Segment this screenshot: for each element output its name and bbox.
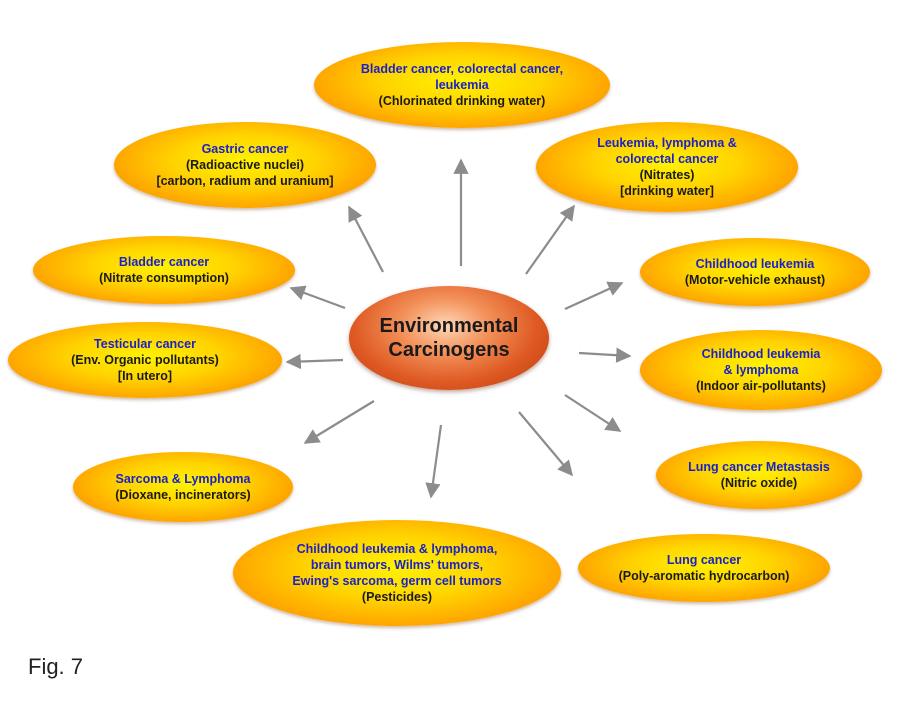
node-indoor-air-pollutants: Childhood leukemia & lymphoma (Indoor ai…	[640, 330, 882, 410]
node-cause-text: (Poly-aromatic hydrocarbon)	[618, 569, 790, 583]
node-dioxane-incinerators: Sarcoma & Lymphoma (Dioxane, incinerator…	[73, 452, 293, 522]
figure-caption: Fig. 7	[28, 654, 84, 679]
node-cause-text: [In utero]	[117, 369, 173, 383]
node-cause-text: (Indoor air-pollutants)	[696, 379, 826, 393]
node-cancer-text: Bladder cancer	[118, 255, 210, 269]
node-nitrates: Leukemia, lymphoma & colorectal cancer (…	[536, 122, 798, 212]
node-cancer-text: brain tumors, Wilms' tumors,	[310, 558, 484, 572]
node-motor-vehicle-exhaust: Childhood leukemia (Motor-vehicle exhaus…	[640, 238, 870, 306]
arrow-to-pesticides	[425, 424, 443, 499]
node-cause-text: (Env. Organic pollutants)	[71, 353, 219, 367]
node-cause-text: (Motor-vehicle exhaust)	[684, 273, 826, 287]
node-cause-text: (Pesticides)	[361, 590, 433, 604]
node-chlorinated-water: Bladder cancer, colorectal cancer, leuke…	[314, 42, 610, 128]
node-cause-text: (Nitric oxide)	[720, 476, 798, 490]
node-organic-pollutants: Testicular cancer (Env. Organic pollutan…	[8, 322, 282, 398]
environmental-carcinogens-node: Environmental Carcinogens	[349, 286, 549, 390]
node-cancer-text: Ewing's sarcoma, germ cell tumors	[292, 574, 502, 588]
node-pesticides: Childhood leukemia & lymphoma, brain tum…	[233, 520, 561, 626]
arrow-to-testicular	[285, 353, 344, 370]
node-cancer-text: Bladder cancer, colorectal cancer,	[360, 62, 564, 76]
node-cancer-text: Testicular cancer	[94, 337, 196, 351]
arrow-to-lung-metastasis	[564, 394, 622, 432]
arrow-to-lung-pah	[518, 411, 573, 477]
node-cause-text: (Radioactive nuclei)	[185, 158, 305, 172]
node-poly-aromatic-hydrocarbon: Lung cancer (Poly-aromatic hydrocarbon)	[578, 534, 830, 602]
arrow-to-leukemia-nitrates	[525, 204, 575, 275]
node-radioactive-nuclei: Gastric cancer (Radioactive nuclei) [car…	[114, 122, 376, 208]
node-cancer-text: Childhood leukemia & lymphoma,	[296, 542, 498, 556]
node-cancer-text: Lung cancer Metastasis	[688, 460, 830, 474]
node-cause-text: (Dioxane, incinerators)	[115, 488, 251, 502]
node-cancer-text: Lung cancer	[666, 553, 742, 567]
node-cause-text: [carbon, radium and uranium]	[156, 174, 334, 188]
arrow-to-sarcoma	[303, 400, 375, 444]
node-cancer-text: leukemia	[435, 78, 489, 92]
node-cancer-text: & lymphoma	[723, 363, 799, 377]
center-line-1: Environmental	[379, 315, 519, 337]
arrow-to-bladder-nitrate	[289, 285, 346, 310]
node-cancer-text: Leukemia, lymphoma &	[597, 136, 737, 150]
node-cause-text: (Nitrate consumption)	[99, 271, 229, 285]
node-cancer-text: Childhood leukemia	[695, 257, 815, 271]
arrow-to-gastric	[348, 205, 384, 273]
arrow-to-childhood-indoor	[578, 347, 632, 363]
node-cause-text: (Nitrates)	[639, 168, 695, 182]
center-line-2: Carcinogens	[388, 339, 510, 361]
arrow-to-childhood-motor	[564, 281, 624, 311]
node-cancer-text: Sarcoma & Lymphoma	[115, 472, 251, 486]
node-cancer-text: Childhood leukemia	[701, 347, 821, 361]
node-nitrate-consumption: Bladder cancer (Nitrate consumption)	[33, 236, 295, 304]
node-cause-text: (Chlorinated drinking water)	[378, 94, 546, 108]
node-cancer-text: Gastric cancer	[201, 142, 289, 156]
node-cause-text: [drinking water]	[620, 184, 714, 198]
node-cancer-text: colorectal cancer	[615, 152, 719, 166]
node-nitric-oxide: Lung cancer Metastasis (Nitric oxide)	[656, 441, 862, 509]
